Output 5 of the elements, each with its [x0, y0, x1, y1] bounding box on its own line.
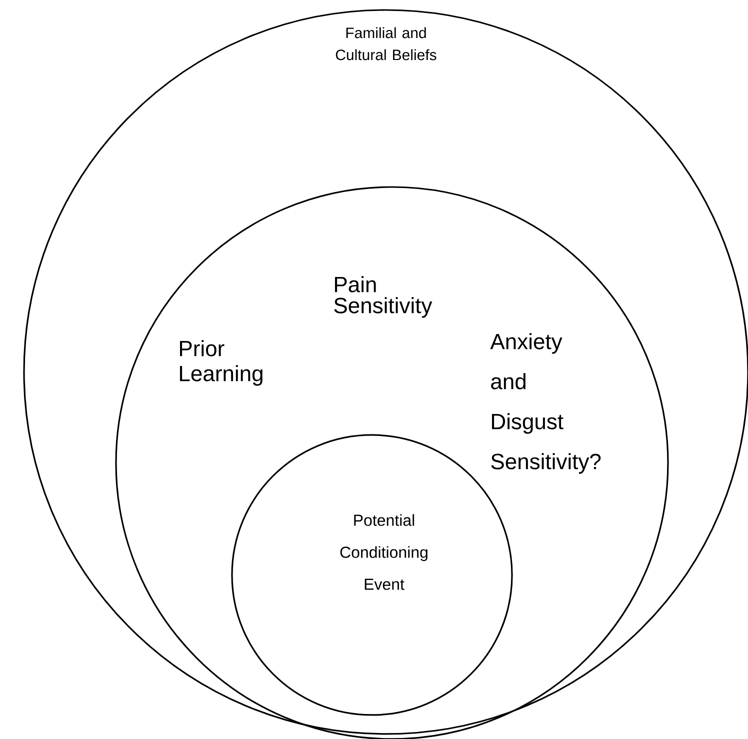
circle-label: Pain Sensitivity [334, 276, 432, 318]
circle-label: Potential Conditioning Event [340, 514, 428, 590]
circle-label: Anxiety and Disgust Sensitivity? [490, 333, 601, 474]
circle-label: Familial and Cultural Beliefs [336, 27, 436, 60]
circle-label: Prior Learning [180, 340, 262, 386]
